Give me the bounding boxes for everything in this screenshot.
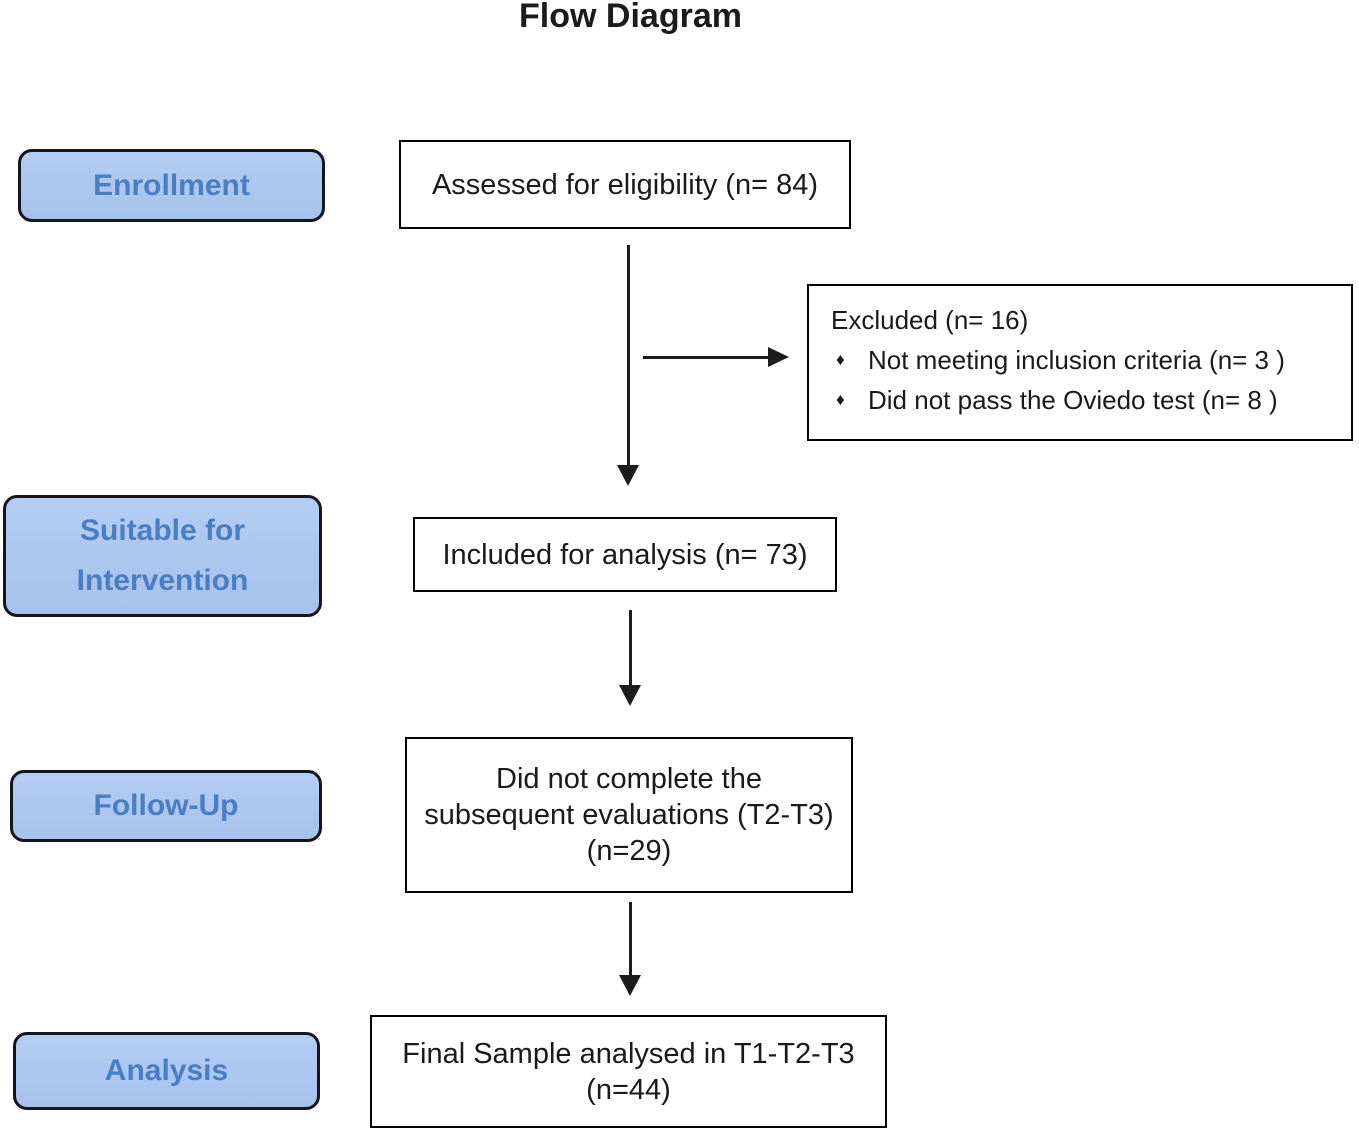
stage-enrollment-label: Enrollment	[93, 168, 250, 202]
box-included-for-analysis: Included for analysis (n= 73)	[413, 517, 837, 592]
excluded-bullet-item: ♦ Did not pass the Oviedo test (n= 8 )	[831, 380, 1345, 420]
diamond-bullet-icon: ♦	[836, 390, 845, 409]
arrow-line-followup-to-final	[629, 902, 632, 976]
box-final-sample-text: Final Sample analysed in T1-T2-T3 (n=44)	[402, 1037, 855, 1106]
excluded-bullet-text: Did not pass the Oviedo test (n= 8 )	[868, 385, 1278, 415]
diamond-bullet-icon: ♦	[836, 350, 845, 369]
arrow-line-included-to-followup	[629, 610, 632, 686]
box-assessed-eligibility: Assessed for eligibility (n= 84)	[399, 140, 851, 229]
excluded-title: Excluded (n= 16)	[831, 305, 1029, 335]
stage-enrollment: Enrollment	[18, 149, 325, 222]
arrowhead-down-icon	[619, 685, 641, 706]
stage-suitable-for-intervention: Suitable for Intervention	[3, 495, 322, 617]
stage-analysis-label: Analysis	[104, 1054, 229, 1087]
stage-analysis: Analysis	[13, 1032, 320, 1110]
arrow-line-assessed-to-included	[627, 245, 630, 466]
arrowhead-right-icon	[768, 347, 789, 367]
box-excluded: Excluded (n= 16) ♦ Not meeting inclusion…	[807, 284, 1353, 441]
stage-follow-up-label: Follow-Up	[93, 789, 239, 822]
diagram-title: Flow Diagram	[519, 0, 742, 35]
stage-follow-up: Follow-Up	[10, 770, 322, 842]
excluded-bullet-item: ♦ Not meeting inclusion criteria (n= 3 )	[831, 340, 1345, 380]
arrowhead-down-icon	[619, 975, 641, 996]
arrow-line-to-excluded	[643, 356, 769, 359]
box-final-sample: Final Sample analysed in T1-T2-T3 (n=44)	[370, 1015, 887, 1128]
box-assessed-text: Assessed for eligibility (n= 84)	[431, 168, 819, 201]
excluded-bullet-text: Not meeting inclusion criteria (n= 3 )	[868, 345, 1285, 375]
box-did-not-complete: Did not complete the subsequent evaluati…	[405, 737, 853, 893]
stage-suitable-label: Suitable for Intervention	[76, 514, 249, 597]
box-included-text: Included for analysis (n= 73)	[442, 538, 808, 571]
arrowhead-down-icon	[617, 465, 639, 486]
box-did-not-complete-text: Did not complete the subsequent evaluati…	[424, 763, 834, 867]
